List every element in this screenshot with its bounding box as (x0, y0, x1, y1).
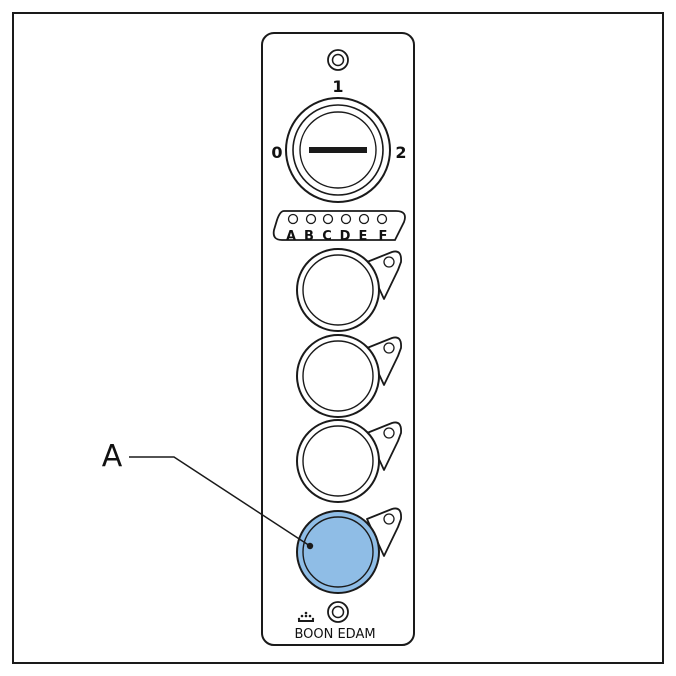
bottom-screw (327, 601, 349, 623)
key-position-0: 0 (271, 143, 282, 162)
push-button-1[interactable] (296, 248, 402, 332)
callout-leader-line (129, 456, 311, 547)
push-button-3[interactable] (296, 419, 402, 503)
indicator-label-e: E (359, 229, 368, 244)
crown-icon (297, 611, 315, 622)
indicator-led-e (358, 213, 370, 225)
indicator-leds (287, 213, 388, 225)
indicator-label-d: D (340, 229, 351, 244)
indicator-led-c (322, 213, 334, 225)
indicator-label-b: B (304, 229, 314, 244)
brand-name: BOON EDAM (294, 627, 375, 642)
callout-label: A (102, 439, 123, 474)
indicator-label-f: F (379, 229, 388, 244)
callout-leader-dot (306, 542, 314, 550)
push-button-4-highlighted[interactable] (296, 507, 402, 594)
indicator-strip (272, 210, 406, 241)
key-slot (309, 147, 367, 153)
indicator-led-f (376, 213, 388, 225)
key-switch[interactable] (285, 97, 391, 203)
push-button-2[interactable] (296, 334, 402, 418)
indicator-label-c: C (322, 229, 332, 244)
indicator-label-a: A (286, 229, 296, 244)
indicator-led-b (305, 213, 317, 225)
key-position-2: 2 (395, 143, 406, 162)
key-position-1: 1 (332, 77, 343, 96)
indicator-led-a (287, 213, 299, 225)
top-screw (327, 49, 349, 71)
indicator-led-d (340, 213, 352, 225)
